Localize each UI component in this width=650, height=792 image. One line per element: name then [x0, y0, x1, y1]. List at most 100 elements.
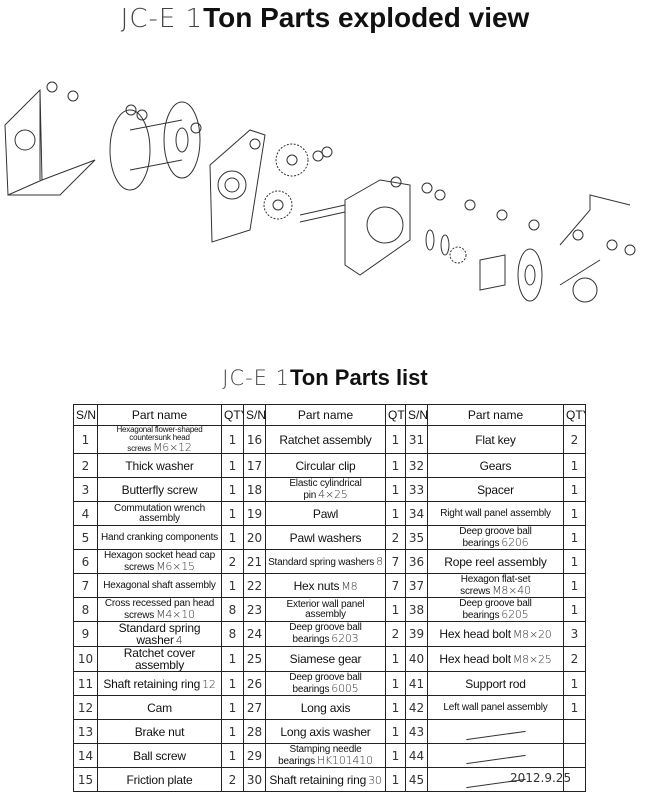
part-name-cell: Cam [97, 695, 222, 720]
part-qty: 1 [221, 453, 244, 478]
part-name-cell: Pawl [265, 501, 386, 526]
part-qty: 1 [221, 425, 244, 454]
ratchet-plate [209, 129, 266, 243]
part-qty: 1 [385, 501, 406, 526]
part-qty: 2 [221, 549, 244, 574]
part-sn: 10 [73, 646, 98, 672]
part-qty: 1 [221, 695, 244, 720]
part-name-cell: Pawl washers [265, 525, 386, 550]
part-sn: 24 [243, 621, 266, 647]
part-qty: 1 [563, 671, 586, 696]
part-qty: 1 [221, 671, 244, 696]
part-sn: 15 [73, 767, 98, 792]
part-spec: M8 [341, 579, 358, 593]
part-qty [563, 743, 586, 768]
part-sn: 22 [243, 573, 266, 598]
part-sn: 6 [73, 549, 98, 574]
part-name-cell: Butterfly screw [97, 477, 222, 502]
part-spec: 12 [202, 677, 216, 691]
part-name-cell: Brake nut [97, 719, 222, 744]
part-sn: 29 [243, 743, 266, 768]
part-sn: 34 [405, 501, 428, 526]
siamese-gear [275, 143, 309, 177]
part-sn: 45 [405, 767, 428, 792]
part-name: Deep groove ball bearings [459, 525, 532, 549]
part-qty: 1 [221, 501, 244, 526]
part-sn: 30 [243, 767, 266, 792]
exploded-view-diagram [4, 81, 636, 303]
long-axis-shaft [299, 204, 346, 223]
part-name: Stamping needle bearings [278, 743, 362, 767]
part-qty: 1 [385, 597, 406, 622]
part-callouts [46, 81, 636, 256]
part-name-cell: Exterior wall panel assembly [265, 597, 386, 622]
part-qty: 1 [563, 501, 586, 526]
part-sn: 28 [243, 719, 266, 744]
part-spec: M6×15 [156, 559, 195, 573]
part-spec: 30 [368, 773, 382, 787]
part-qty: 1 [563, 597, 586, 622]
part-sn: 36 [405, 549, 428, 574]
part-name: Long axis [300, 700, 351, 715]
column-header: Part name [265, 404, 386, 426]
part-name-cell: Hexagonal flower-shaped countersunk head… [97, 425, 222, 454]
part-name: Ratchet cover assembly [123, 646, 196, 672]
part-sn: 8 [73, 597, 98, 622]
part-sn: 18 [243, 477, 266, 502]
rope-drum-flange-left [109, 109, 151, 191]
part-name-cell: Siamese gear [265, 646, 386, 672]
part-name: Hexagonal flower-shaped countersunk head… [116, 425, 203, 453]
part-name-cell: Long axis washer [265, 719, 386, 744]
part-name: Standard spring washers [268, 556, 375, 568]
part-qty: 1 [385, 646, 406, 672]
part-qty: 8 [221, 597, 244, 622]
part-name-cell: Hand cranking components [97, 525, 222, 550]
part-name-cell: Ratchet assembly [265, 425, 386, 454]
part-sn: 43 [405, 719, 428, 744]
part-sn: 35 [405, 525, 428, 550]
part-name: Hand cranking components [101, 531, 218, 543]
column-header: S/N [243, 404, 266, 426]
part-name: Hex head bolt [439, 652, 511, 666]
part-name-cell [427, 719, 564, 744]
part-sn: 26 [243, 671, 266, 696]
part-sn: 44 [405, 743, 428, 768]
part-qty: 1 [221, 525, 244, 550]
part-name: Cam [147, 700, 172, 715]
part-qty: 1 [563, 453, 586, 478]
part-qty: 1 [221, 719, 244, 744]
part-qty: 1 [385, 425, 406, 454]
table-row: 1 Hexagonal flower-shaped countersunk hea… [73, 425, 586, 454]
part-name-cell [427, 743, 564, 768]
part-qty: 7 [385, 573, 406, 598]
part-qty: 7 [385, 549, 406, 574]
revision-date: 2012.9.25 [510, 771, 572, 785]
part-name-cell: Circular clip [265, 453, 386, 478]
part-spec: 6203 [331, 632, 359, 645]
part-sn: 13 [73, 719, 98, 744]
part-qty: 1 [221, 743, 244, 768]
part-sn: 32 [405, 453, 428, 478]
part-name-cell: Spacer [427, 477, 564, 502]
part-name-cell: Flat key [427, 425, 564, 454]
part-name: Support rod [465, 676, 526, 691]
part-qty: 2 [385, 621, 406, 647]
part-name-cell [427, 767, 564, 792]
blank-entry-line [465, 730, 526, 740]
column-header: Part name [97, 404, 222, 426]
part-name: Deep groove ball bearings [289, 622, 362, 645]
part-sn: 2 [73, 453, 98, 478]
